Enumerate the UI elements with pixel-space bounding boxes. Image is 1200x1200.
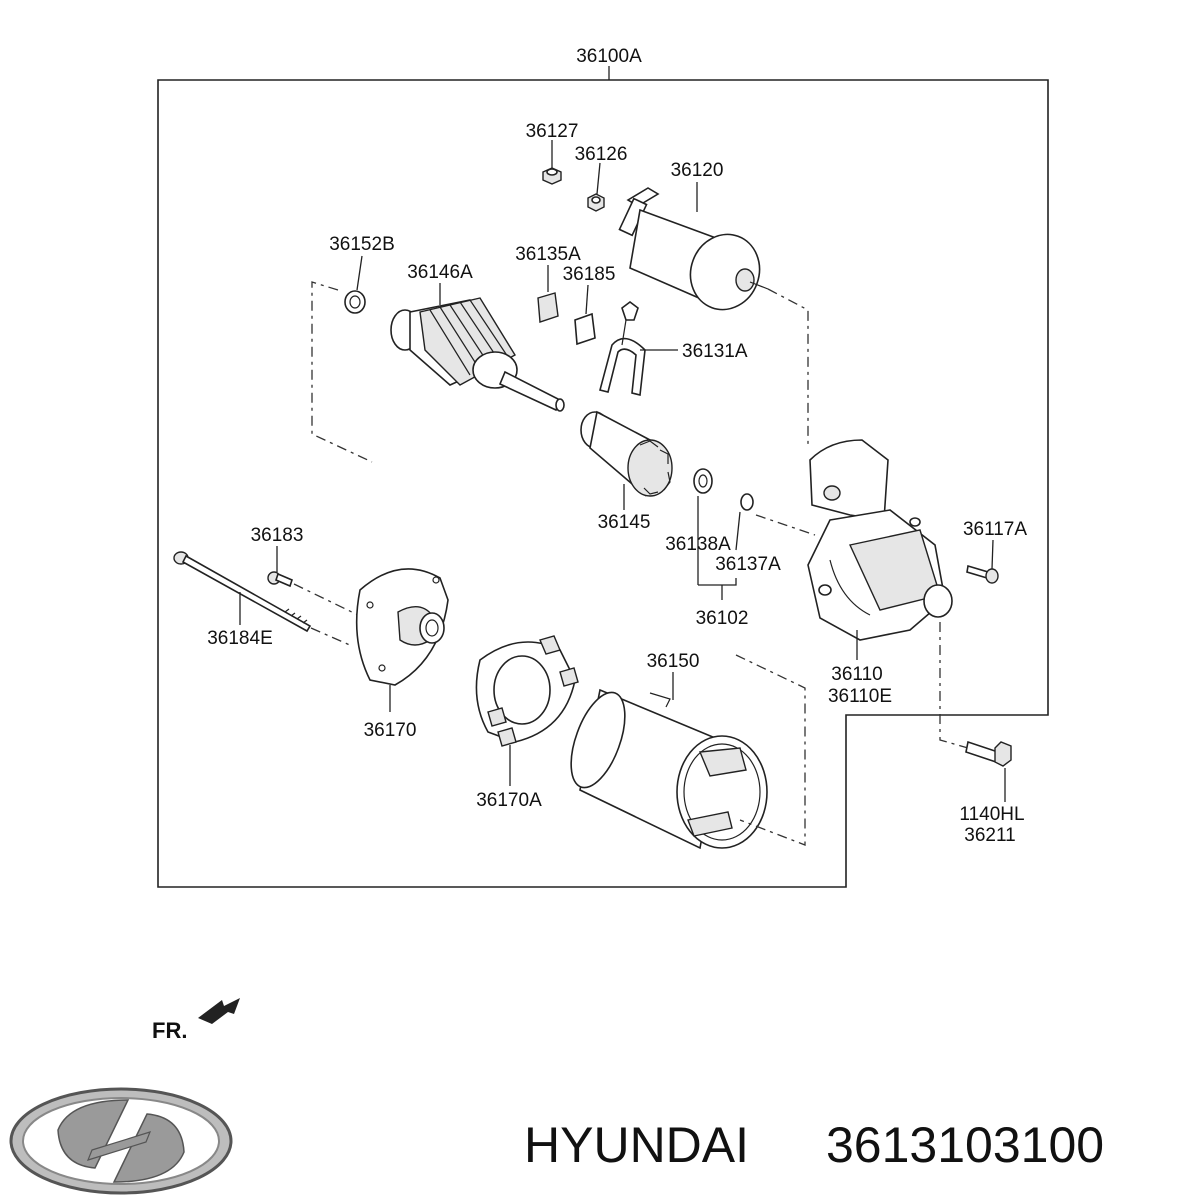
lever-36131A <box>599 301 646 396</box>
label-36102: 36102 <box>696 608 749 629</box>
label-36120: 36120 <box>671 160 724 181</box>
label-36145: 36145 <box>598 512 651 533</box>
label-36138A: 36138A <box>665 534 731 555</box>
screw-36117A <box>966 564 999 584</box>
label-36135A: 36135A <box>515 244 581 265</box>
washer-36138A <box>693 468 713 494</box>
label-36170A: 36170A <box>476 790 542 811</box>
label-36110E: 36110E <box>828 686 892 707</box>
label-36110: 36110 <box>831 664 882 685</box>
plate-36135A <box>537 292 559 323</box>
label-36137A: 36137A <box>715 554 781 575</box>
label-36184E: 36184E <box>207 628 273 649</box>
nut-36127 <box>542 167 562 185</box>
screw-36183 <box>267 571 293 588</box>
armature-36146A <box>390 297 565 412</box>
label-36152B: 36152B <box>329 234 395 255</box>
solenoid-36120 <box>618 187 769 311</box>
bolt-1140HL <box>965 740 1012 767</box>
front-housing-36110 <box>807 439 953 641</box>
label-36127: 36127 <box>526 121 579 142</box>
label-36211: 36211 <box>964 825 1015 846</box>
label-36131A: 36131A <box>682 341 748 362</box>
brush-holder-36170A <box>475 635 579 747</box>
nut-36126 <box>587 193 605 212</box>
yoke-36150 <box>570 688 768 850</box>
assembly-frame <box>157 79 1049 888</box>
brand-name: HYUNDAI <box>524 1117 749 1173</box>
label-36117A: 36117A <box>963 519 1027 540</box>
pinion-36145 <box>580 410 673 497</box>
label-36146A: 36146A <box>407 262 473 283</box>
direction-arrow-icon <box>198 998 240 1024</box>
label-36183: 36183 <box>251 525 304 546</box>
assembly-label: 36100A <box>576 46 642 67</box>
washer-36152B <box>344 290 366 314</box>
ring-36137A <box>740 493 754 511</box>
label-36126: 36126 <box>575 144 628 165</box>
direction-label: FR. <box>152 1018 187 1043</box>
label-36185: 36185 <box>563 264 616 285</box>
label-1140HL: 1140HL <box>959 804 1024 825</box>
through-bolt-36184E <box>173 551 312 633</box>
part-number: 3613103100 <box>826 1117 1104 1173</box>
rear-cover-36170 <box>355 568 449 686</box>
brand-logo <box>9 1087 233 1195</box>
plate-36185 <box>574 312 596 346</box>
label-36150: 36150 <box>647 651 700 672</box>
label-36170: 36170 <box>364 720 417 741</box>
